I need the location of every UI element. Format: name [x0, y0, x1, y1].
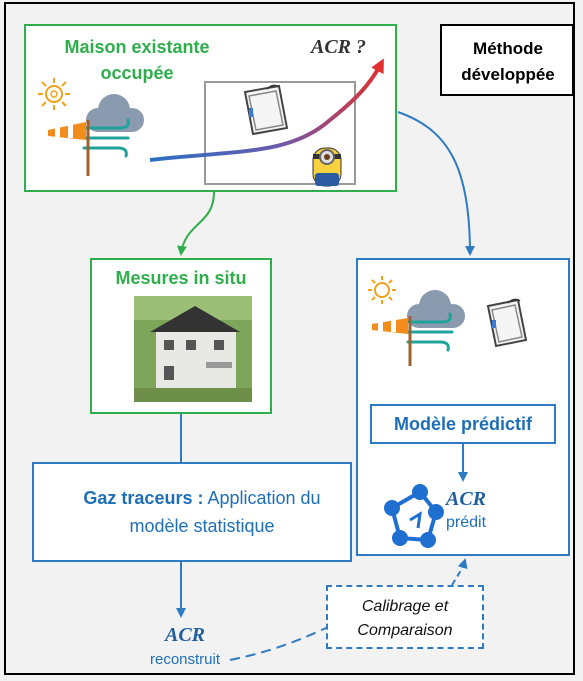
- acr-question: ACR ?: [311, 36, 367, 58]
- window-panel: [204, 81, 356, 185]
- cloud-icon: [86, 94, 144, 132]
- method-title: Méthode développée: [461, 39, 555, 84]
- sun-icon: [38, 78, 70, 110]
- in-situ-title: Mesures in situ: [115, 268, 247, 288]
- window-icon: [243, 84, 289, 136]
- dashed-calibration-to-predicted: [451, 558, 468, 586]
- house-photo: [134, 296, 252, 402]
- calibration-box: Calibrage et Comparaison: [326, 585, 484, 649]
- acr-predicted: ACR: [445, 488, 487, 510]
- arrow-house-to-insitu: [177, 191, 215, 256]
- tracer-gas-box: Gaz traceurs : Application du modèle sta…: [32, 462, 352, 562]
- minion-icon: [312, 147, 342, 187]
- method-title-box: Méthode développée: [440, 24, 574, 96]
- window-icon: [486, 298, 528, 348]
- dashed-reconstructed-to-calibration: [229, 627, 327, 661]
- predictive-model-box: Modèle prédictif: [370, 404, 556, 444]
- diagram-frame: [4, 2, 575, 675]
- acr-reconstructed-label: reconstruit: [149, 651, 221, 668]
- acr-predicted-label: prédit: [445, 514, 487, 531]
- tracer-gas-text: Gaz traceurs : Application du modèle sta…: [72, 484, 332, 540]
- windsock-icon: [372, 316, 412, 366]
- windsock-icon: [48, 120, 90, 176]
- wind-icon: [402, 312, 454, 352]
- existing-house-title: Maison existante occupée: [64, 37, 210, 83]
- arrow-house-to-predictive: [397, 111, 475, 256]
- predictive-model-title: Modèle prédictif: [393, 414, 532, 434]
- acr-trend-curve: [149, 58, 384, 162]
- tracer-gas-bold: Gaz traceurs :: [83, 488, 204, 508]
- acr-reconstructed: ACR: [164, 624, 206, 646]
- sun-icon: [368, 276, 396, 304]
- tracer-gas-rest: Application du modèle statistique: [129, 488, 321, 536]
- ai-network-icon: [384, 484, 444, 548]
- calibration-label: Calibrage et Comparaison: [357, 598, 453, 639]
